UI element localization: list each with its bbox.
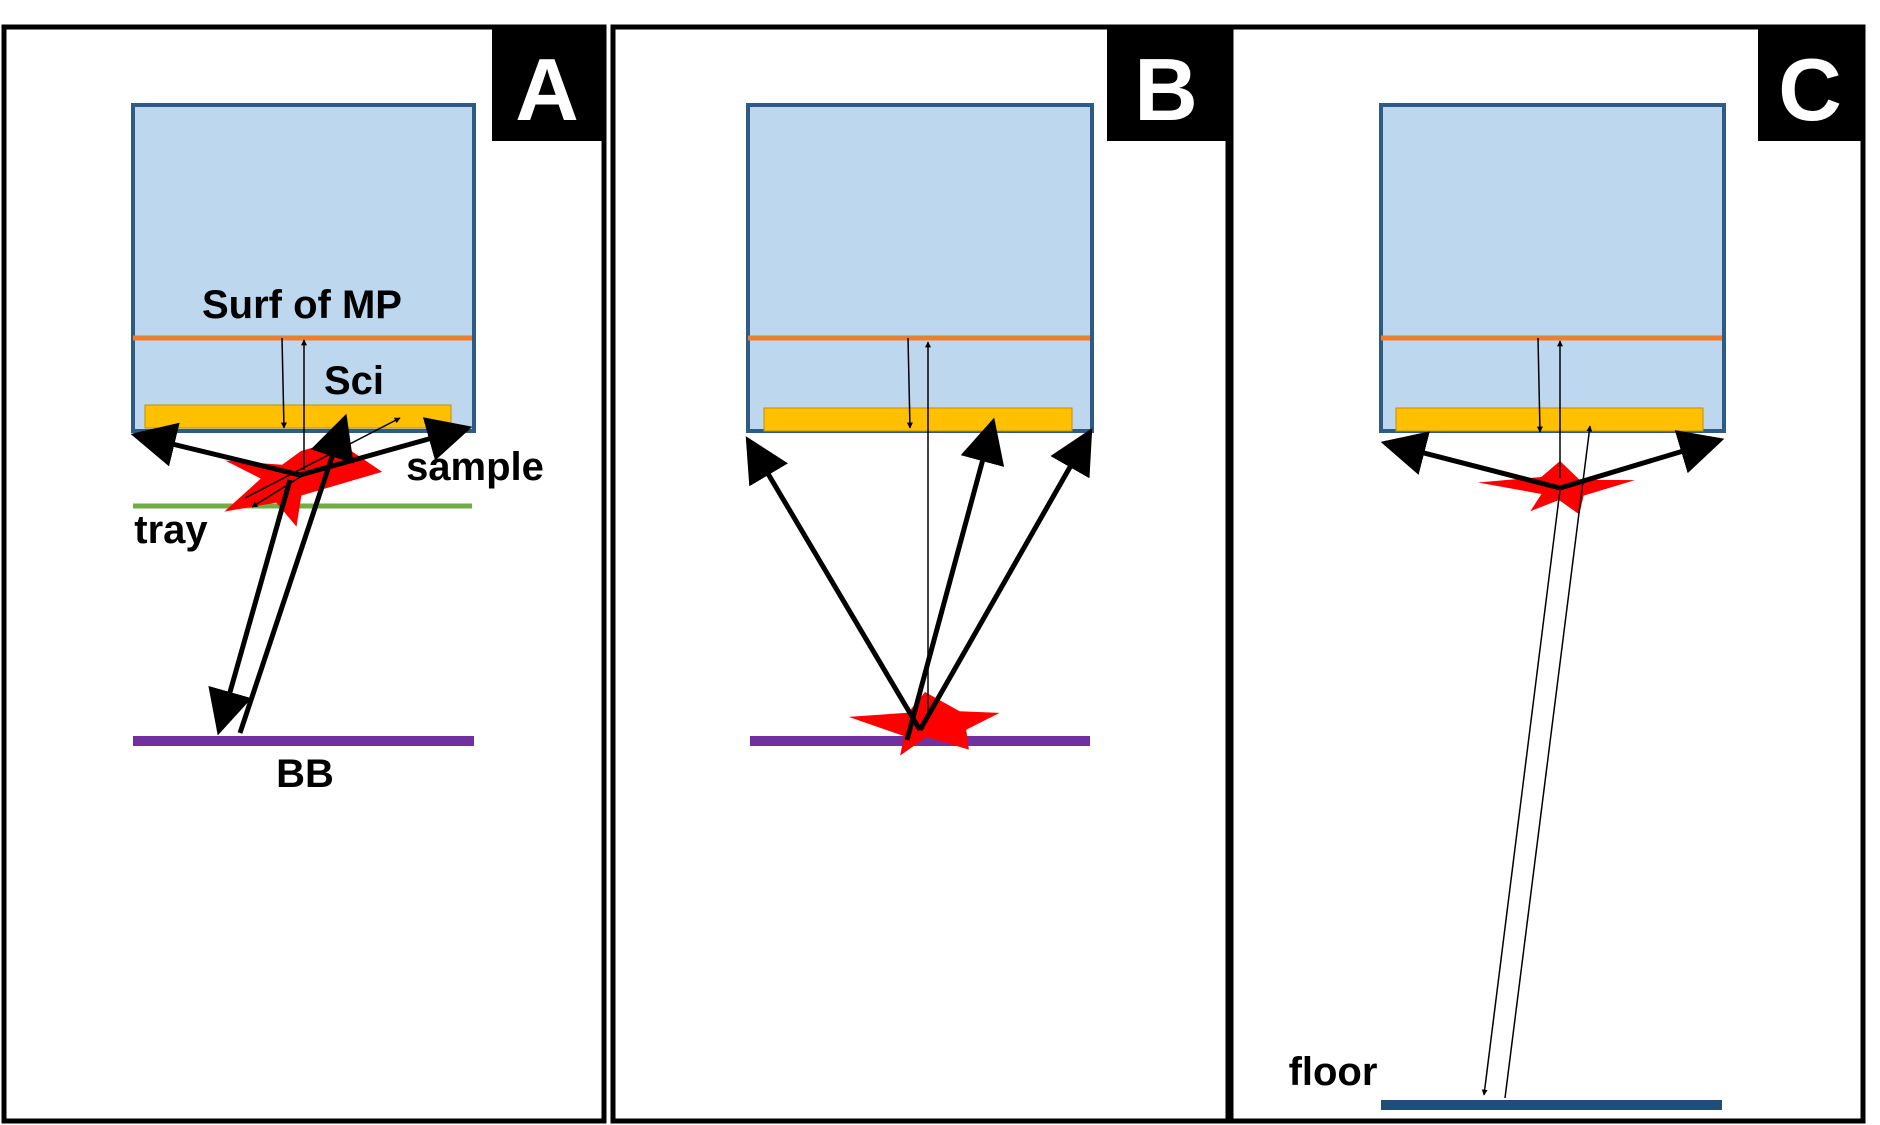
- panel-b-letter-box: [1107, 29, 1226, 141]
- sample-label: sample: [406, 445, 544, 489]
- surface-label: Surf of MP: [202, 283, 402, 327]
- radiation-arrows-c: [1380, 337, 1725, 1099]
- scintillator-c: [1395, 407, 1704, 432]
- panel-c-letter-box: [1758, 29, 1861, 141]
- radiation-arrows-b: [745, 337, 1093, 741]
- scintillator-b: [763, 407, 1073, 432]
- bottom-plate-label: BB: [276, 752, 334, 796]
- floor-label: floor: [1289, 1050, 1378, 1094]
- panel-a: A Surf of MP Sci sample tray BB: [1, 24, 607, 1124]
- panel-c-letter: C: [1778, 40, 1842, 139]
- scintillator-a: [144, 404, 452, 429]
- radiation-arrows-a: [130, 337, 473, 736]
- scintillator-label: Sci: [324, 359, 384, 403]
- panel-b-letter: B: [1134, 40, 1198, 139]
- chamber-b: [746, 103, 1094, 433]
- panel-c: C floor: [1228, 24, 1866, 1124]
- tray-label: tray: [134, 508, 208, 552]
- panel-b: B: [610, 24, 1231, 1124]
- chamber-c: [1379, 103, 1726, 433]
- panel-a-letter: A: [515, 40, 579, 139]
- panel-a-letter-box: [492, 29, 602, 141]
